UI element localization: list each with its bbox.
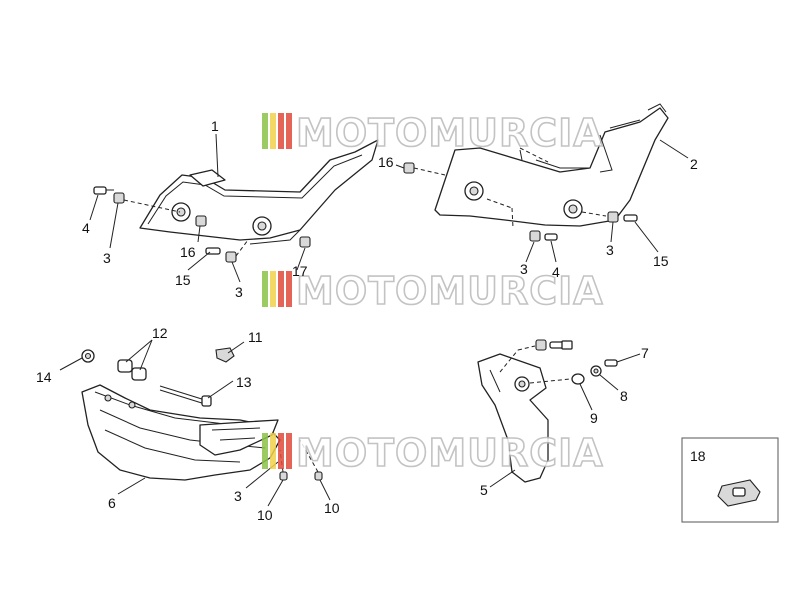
part-1-left-fairing <box>139 139 379 245</box>
callout-13: 13 <box>236 374 252 390</box>
callout-4: 4 <box>82 220 90 236</box>
callout-6: 6 <box>108 495 116 511</box>
pan-hardware <box>81 347 323 481</box>
watermark-1: MOTOMURCIA <box>262 110 604 156</box>
watermark-2: MOTOMURCIA <box>262 268 604 314</box>
callout-3: 3 <box>103 250 111 266</box>
callout-3: 3 <box>235 284 243 300</box>
callout-16: 16 <box>180 244 196 260</box>
callout-15: 15 <box>653 253 669 269</box>
part-5-bracket-cover <box>477 339 618 483</box>
callout-3: 3 <box>606 242 614 258</box>
callout-12: 12 <box>152 325 168 341</box>
callout-numbers: 1 2 4 3 16 15 3 17 16 3 4 3 15 14 12 11 … <box>36 118 706 523</box>
callout-5: 5 <box>480 482 488 498</box>
callout-17: 17 <box>292 263 308 279</box>
left-hardware <box>93 186 311 263</box>
callout-2: 2 <box>690 156 698 172</box>
watermark-text: MOTOMURCIA <box>296 431 604 475</box>
right-hardware <box>403 147 638 242</box>
callout-3: 3 <box>520 261 528 277</box>
callout-11: 11 <box>248 329 263 345</box>
callout-14: 14 <box>36 369 52 385</box>
callout-10: 10 <box>257 507 273 523</box>
part-18-clip <box>717 479 761 507</box>
part-2-right-fairing <box>434 103 669 227</box>
callout-9: 9 <box>590 410 598 426</box>
watermark-3: MOTOMURCIA <box>262 430 604 476</box>
watermark-text: MOTOMURCIA <box>296 111 604 155</box>
watermark-text: MOTOMURCIA <box>296 269 604 313</box>
callout-15: 15 <box>175 272 191 288</box>
callout-7: 7 <box>641 345 649 361</box>
part-6-belly-pan <box>81 384 281 481</box>
part-18-box <box>681 437 779 523</box>
callout-10: 10 <box>324 500 340 516</box>
callout-3: 3 <box>234 488 242 504</box>
callout-16: 16 <box>378 154 394 170</box>
callout-4: 4 <box>552 264 560 280</box>
callout-18: 18 <box>690 448 706 464</box>
callout-8: 8 <box>620 388 628 404</box>
callout-1: 1 <box>211 118 219 134</box>
